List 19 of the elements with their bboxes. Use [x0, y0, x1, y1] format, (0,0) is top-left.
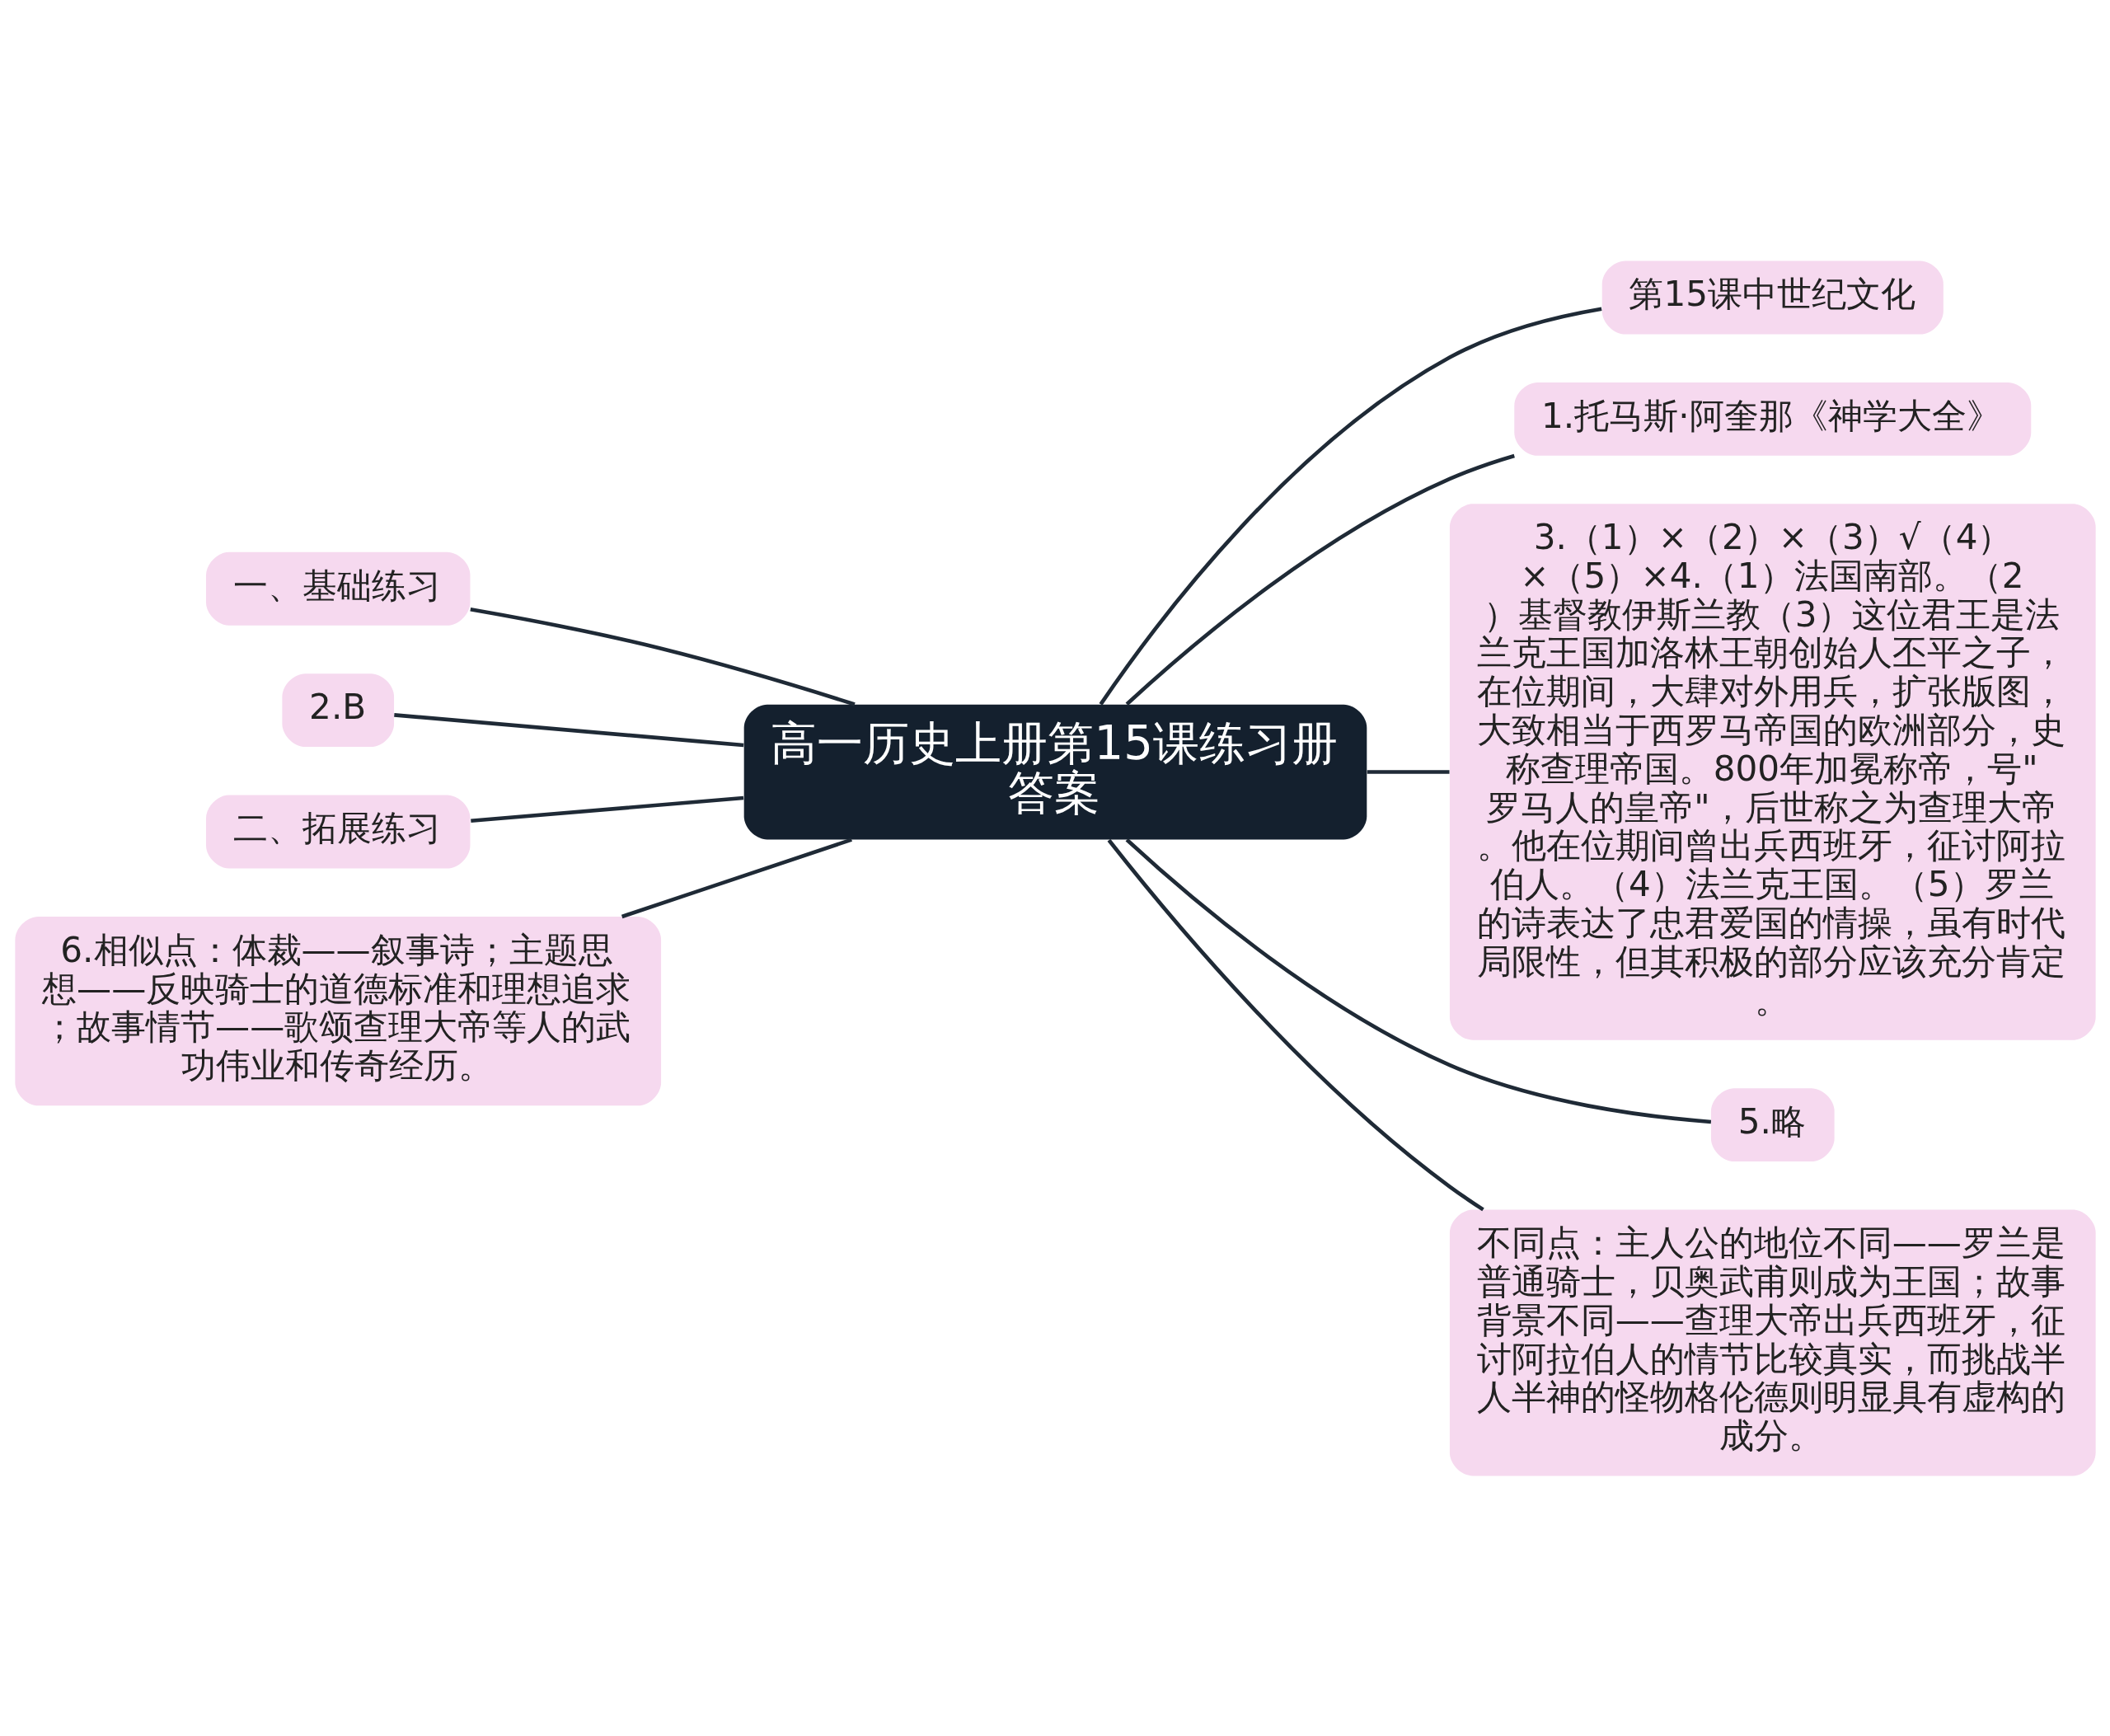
connector: [1125, 453, 1515, 706]
node-box: 3.（1）×（2）×（3）√（4）×（5）×4.（1）法国南部。（2）基督教伊斯兰教（3）这位君王是法兰克王国加洛林王朝创始人丕平之子，在位期间，大肆对外用兵，扩张版图，大致相当于西罗马帝国的欧洲部分，史称查理帝国。800年加冕称帝，号"罗马人的皇帝"，后世称之为查理大帝。他在位期间曾出兵西班牙，征讨阿拉伯人。（4）法兰克王国。（5）罗兰的诗表达了忠君爱国的情操，虽有时代局限性，但其积极的部分应该充分肯定。: [1449, 503, 2096, 1040]
connector: [1367, 769, 1449, 774]
connector: [470, 795, 743, 823]
connector: [1099, 306, 1602, 706]
node-box: 高一历史上册第15课练习册答案: [743, 704, 1367, 839]
node-box: 一、基础练习: [205, 551, 470, 626]
node-box: 1.托马斯·阿奎那《神学大全》: [1513, 382, 2031, 456]
node-box: 5.略: [1710, 1087, 1835, 1161]
connector: [621, 837, 852, 918]
node-box: 二、拓展练习: [205, 795, 470, 868]
connector: [469, 607, 856, 706]
connector: [1107, 838, 1484, 1211]
connector: [1125, 838, 1711, 1124]
node-box: 2.B: [281, 673, 394, 747]
node-box: 不同点：主人公的地位不同——罗兰是普通骑士，贝奥武甫则成为王国；故事背景不同——查理大帝出兵西班牙，征讨阿拉伯人的情节比较真实，而挑战半人半神的怪物格伦德则明显具有虚构的成分。: [1449, 1209, 2096, 1476]
connector: [393, 712, 743, 747]
node-box: 第15课中世纪文化: [1601, 260, 1944, 334]
node-box: 6.相似点：体裁——叙事诗；主题思想——反映骑士的道德标准和理想追求；故事情节——歌颂查理大帝等人的武功伟业和传奇经历。: [14, 916, 661, 1105]
